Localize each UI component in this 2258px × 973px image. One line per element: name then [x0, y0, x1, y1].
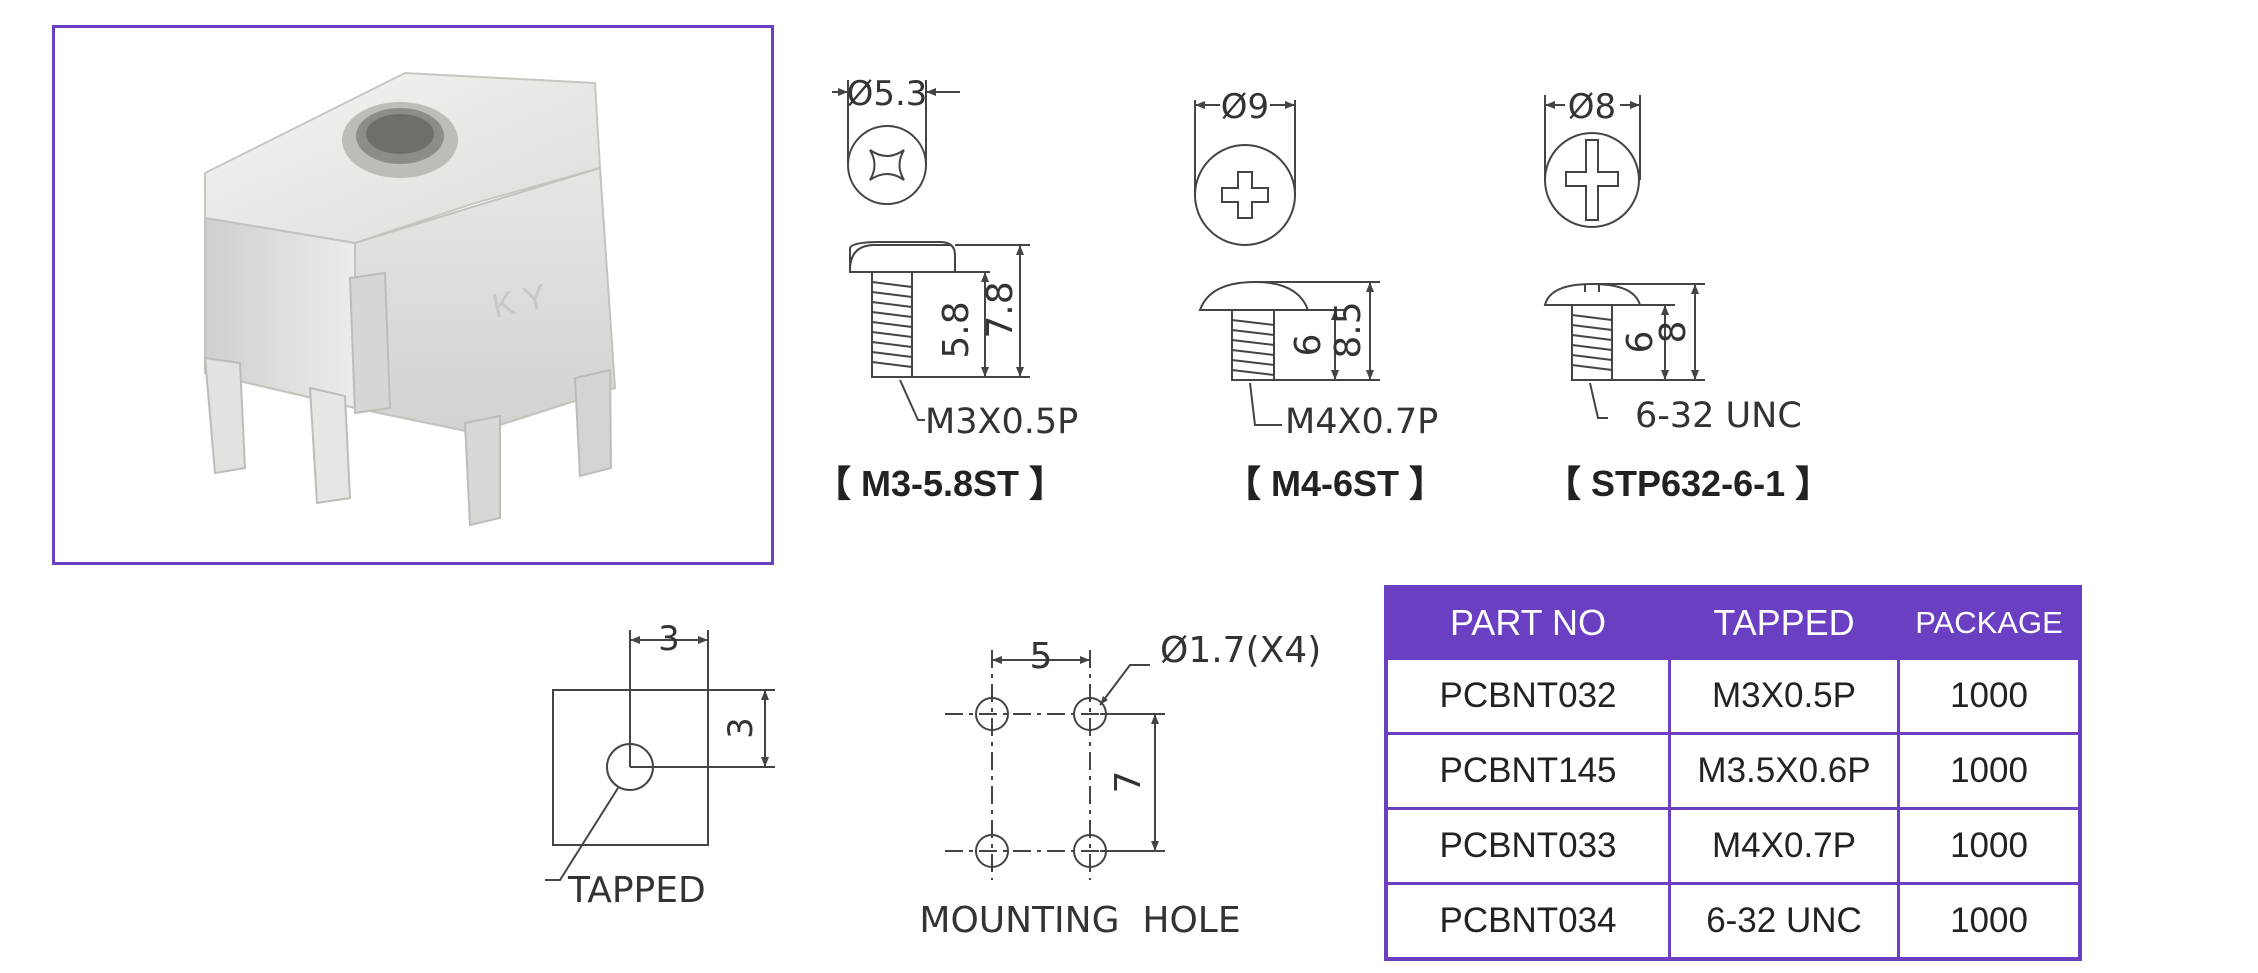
screw-2-model: 【 M4-6ST 】	[1225, 463, 1445, 504]
screw-1-total-height: 7.8	[980, 281, 1021, 338]
screw-3-drawing	[1543, 95, 1705, 419]
cell-package: 1000	[1897, 807, 2082, 885]
screw-2-drawing	[1194, 100, 1380, 426]
screw-1-diameter: Ø5.3	[847, 74, 928, 114]
cell-part-no: PCBNT032	[1384, 657, 1671, 735]
mounting-spacing-dim: 5	[1030, 636, 1053, 677]
screw-2-thread-height: 6	[1288, 334, 1329, 357]
table-row: PCBNT145 M3.5X0.6P 1000	[1384, 732, 2082, 810]
screw-3-model: 【 STP632-6-1 】	[1545, 463, 1831, 504]
screw-3-thread-height: 6	[1620, 331, 1661, 354]
table-row: PCBNT034 6-32 UNC 1000	[1384, 882, 2082, 961]
screw-1-thread-height: 5.8	[936, 301, 977, 358]
cell-tapped: M4X0.7P	[1668, 807, 1900, 885]
mounting-hole-size: Ø1.7(X4)	[1160, 630, 1321, 671]
cell-part-no: PCBNT145	[1384, 732, 1671, 810]
mounting-hole-view	[945, 650, 1165, 880]
table-row: PCBNT032 M3X0.5P 1000	[1384, 657, 2082, 735]
tapped-height-dim: 3	[721, 717, 761, 739]
header-part-no: PART NO	[1384, 585, 1671, 660]
screw-1-drawing	[832, 80, 1030, 421]
cell-tapped: M3X0.5P	[1668, 657, 1900, 735]
mounting-vertical-dim: 7	[1108, 771, 1149, 794]
cell-package: 1000	[1897, 882, 2082, 961]
part-number-table: PART NO TAPPED PACKAGE PCBNT032 M3X0.5P …	[1384, 585, 2082, 961]
screw-3-thread: 6-32 UNC	[1635, 396, 1802, 436]
screw-2-diameter: Ø9	[1221, 87, 1269, 127]
cell-package: 1000	[1897, 657, 2082, 735]
cell-part-no: PCBNT034	[1384, 882, 1671, 961]
table-header-row: PART NO TAPPED PACKAGE	[1384, 585, 2082, 660]
screw-2-total-height: 8.5	[1328, 301, 1369, 358]
screw-3-total-height: 8	[1653, 321, 1694, 344]
tapped-width-dim: 3	[658, 619, 680, 659]
header-tapped: TAPPED	[1668, 585, 1900, 660]
cell-package: 1000	[1897, 732, 2082, 810]
screw-2-thread: M4X0.7P	[1285, 402, 1438, 442]
screw-1-thread: M3X0.5P	[925, 402, 1078, 442]
pcb-terminal-image: K Y	[203, 71, 617, 527]
table-row: PCBNT033 M4X0.7P 1000	[1384, 807, 2082, 885]
screw-3-diameter: Ø8	[1568, 87, 1616, 127]
cell-tapped: M3.5X0.6P	[1668, 732, 1900, 810]
tapped-label: TAPPED	[567, 870, 706, 911]
header-package: PACKAGE	[1897, 585, 2082, 660]
tapped-view	[545, 630, 775, 881]
mounting-hole-label: MOUNTING HOLE	[919, 900, 1240, 941]
screw-1-model: 【 M3-5.8ST 】	[815, 463, 1065, 504]
cell-tapped: 6-32 UNC	[1668, 882, 1900, 961]
cell-part-no: PCBNT033	[1384, 807, 1671, 885]
product-photo: K Y	[52, 25, 774, 565]
